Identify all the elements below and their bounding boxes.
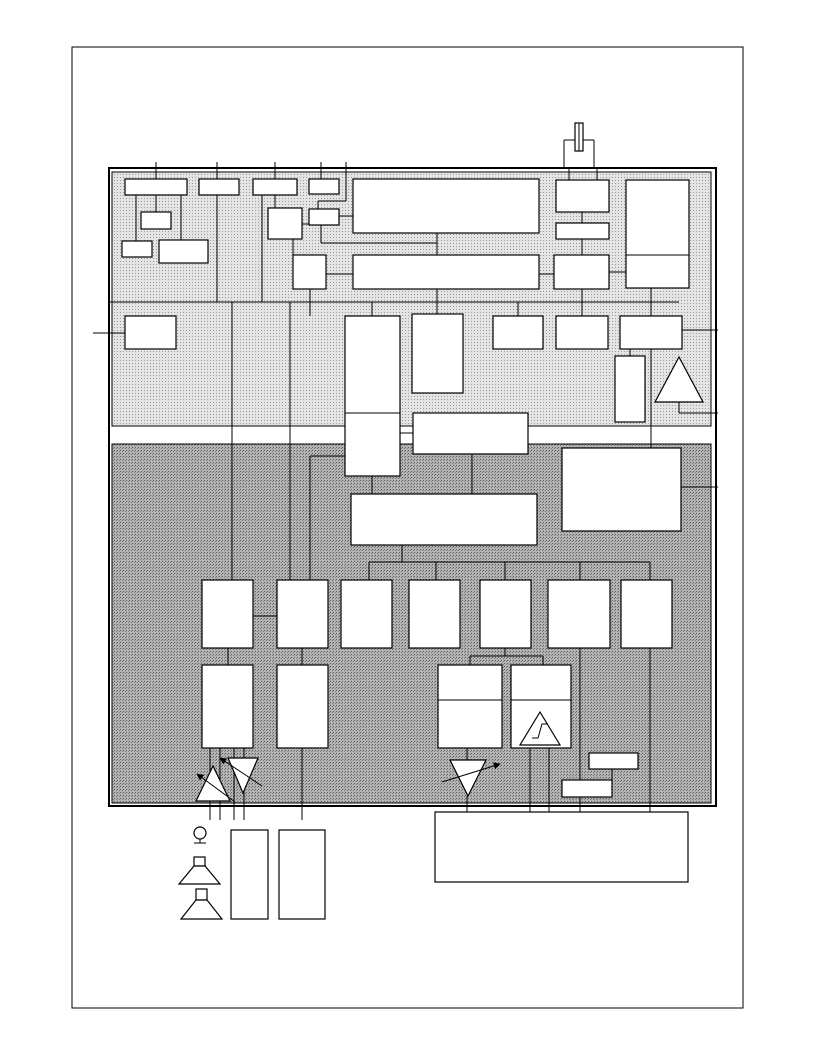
block-u9 xyxy=(308,208,340,226)
variable-gain-amplifier-icon xyxy=(195,757,263,803)
block-u8 xyxy=(267,207,303,240)
block-u3 xyxy=(252,178,298,196)
block-u17 xyxy=(124,315,177,350)
block-l7 xyxy=(408,579,461,649)
block-u5 xyxy=(140,211,172,230)
block-u16 xyxy=(553,254,610,290)
antenna-connector-icon xyxy=(563,122,598,181)
block-u12 xyxy=(555,222,610,240)
block-u4 xyxy=(308,178,340,195)
block-l12 xyxy=(276,664,329,749)
block-l15 xyxy=(588,752,639,770)
block-l10 xyxy=(620,579,673,649)
block-u15 xyxy=(352,254,540,290)
block-l13 xyxy=(437,664,503,749)
block-u21 xyxy=(555,315,609,350)
page-frame xyxy=(71,46,744,1009)
block-u19 xyxy=(411,313,464,394)
schmitt-trigger-icon xyxy=(518,710,562,746)
block-l5 xyxy=(276,579,329,649)
block-l4 xyxy=(201,579,254,649)
speaker-icon xyxy=(177,856,222,885)
block-u22 xyxy=(619,315,683,350)
block-u1 xyxy=(124,178,188,196)
external-block-b xyxy=(230,829,269,920)
block-u20 xyxy=(492,315,544,350)
block-l1 xyxy=(412,412,529,455)
block-u11 xyxy=(555,179,610,213)
external-block-c xyxy=(278,829,326,920)
variable-gain-amplifier-icon xyxy=(441,759,501,798)
block-u18 xyxy=(344,315,401,477)
block-l11 xyxy=(201,664,254,749)
block-u2 xyxy=(198,178,240,196)
block-l8 xyxy=(479,579,532,649)
block-l9 xyxy=(547,579,611,649)
block-u7 xyxy=(158,239,209,264)
block-u23 xyxy=(614,355,646,423)
block-u14 xyxy=(292,254,327,290)
speaker-icon xyxy=(179,888,224,920)
block-l6 xyxy=(340,579,393,649)
block-u13 xyxy=(625,179,690,289)
upper-wiring xyxy=(93,162,718,448)
block-l16 xyxy=(561,779,613,798)
block-l2 xyxy=(561,447,682,532)
block-l3 xyxy=(350,493,538,546)
external-block-a xyxy=(434,811,689,883)
block-u6 xyxy=(121,240,153,258)
microphone-icon xyxy=(193,826,207,844)
block-u10 xyxy=(352,178,540,234)
